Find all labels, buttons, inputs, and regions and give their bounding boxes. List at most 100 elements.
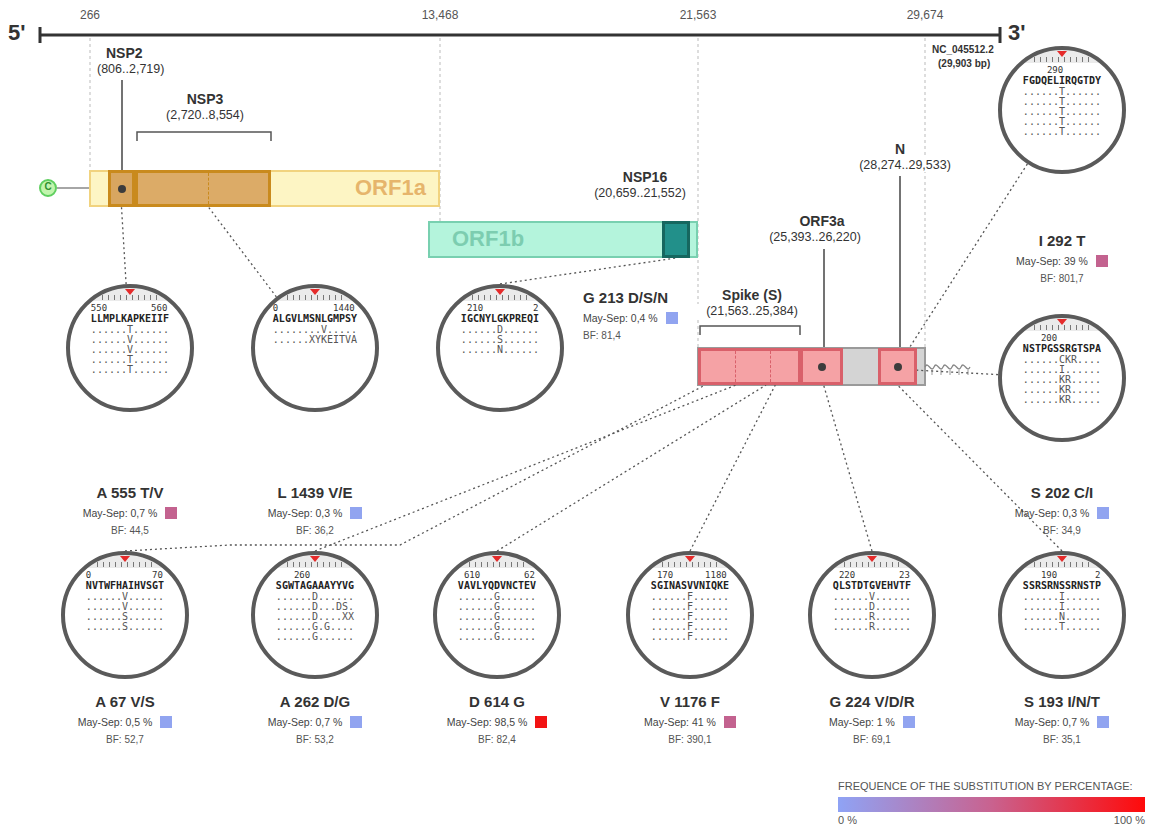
mutation-name: G 224 V/D/R [787, 693, 957, 711]
ruler-ticks [287, 562, 343, 567]
variant-row: ......T...... [91, 365, 169, 375]
frequency-swatch [350, 507, 362, 519]
variant-row: ......V...... [833, 592, 911, 602]
frequency-text: May-Sep: 0,4 % [583, 312, 658, 324]
ruler-ticks [97, 562, 153, 567]
frequency-row: May-Sep: 0,7 % [230, 714, 400, 729]
site-dot [818, 363, 826, 371]
frequency-text: May-Sep: 0,7 % [268, 716, 343, 728]
residue-number: 190 [1041, 570, 1057, 580]
variant-row: ......D....XX [276, 612, 354, 622]
reference-accession: NC_045512.2 [932, 44, 994, 56]
variant-row: ........V..... [273, 325, 357, 335]
frequency-swatch [666, 312, 678, 324]
variant-row: ......F...... [651, 602, 729, 612]
frequency-swatch [724, 716, 736, 728]
alignment-circle: 61062VAVLYQDVNCTEV......G............G..… [433, 551, 561, 679]
frequency-swatch [1096, 255, 1108, 267]
site-connector [690, 385, 775, 551]
variant-row: ......I...... [1023, 365, 1101, 375]
orf-bar: ORF1bNSP16(20,659..21,552) [428, 221, 698, 258]
site-connector [122, 207, 127, 284]
protein-region: NSP2(806..2,719) [108, 170, 135, 207]
gene-region: ORF3a(25,393..26,220) [800, 348, 843, 385]
reference-sequence: VAVLYQDVNCTEV [458, 581, 536, 591]
ruler-ticks [469, 562, 525, 567]
ruler-ticks [287, 295, 343, 300]
region-name: NSP3 [125, 91, 285, 107]
variant-row: ......F...... [651, 592, 729, 602]
ruler-end [999, 27, 1002, 43]
region-range: (28,274..29,533) [847, 158, 963, 172]
residue-number: 170 [657, 570, 673, 580]
frequency-swatch [535, 716, 547, 728]
region-range: (21,563..25,384) [692, 304, 812, 318]
label-leaders [122, 80, 900, 366]
gene-region: N(28,274..29,533) [878, 348, 917, 385]
variant-row: ......T...... [91, 355, 169, 365]
frequency-text: May-Sep: 0,3 % [1015, 507, 1090, 519]
region-range: (2,720..8,554) [125, 108, 285, 122]
polya-tail [925, 365, 970, 369]
variant-row: ......KR..... [1023, 375, 1101, 385]
mutation-name: L 1439 V/E [230, 484, 400, 502]
region-divider [208, 173, 209, 204]
genome-coordinate: 21,563 [668, 9, 728, 23]
mutation-name: S 193 I/N/T [977, 693, 1147, 711]
frequency-text: May-Sep: 98,5 % [447, 716, 528, 728]
residue-number: 260 [294, 570, 310, 580]
residue-number: 1180 [705, 570, 727, 580]
variant-row: ......G...... [458, 632, 536, 642]
region-name: NSP2 [106, 45, 143, 61]
variant-row: ......R...... [833, 622, 911, 632]
frequency-row: May-Sep: 0,3 % [977, 505, 1147, 520]
variant-row: ......N...... [461, 345, 539, 355]
ruler-ticks [844, 562, 900, 567]
variant-row: ......N...... [1023, 612, 1101, 622]
frequency-row: May-Sep: 0,7 % [977, 714, 1147, 729]
variant-row: ......D...DS. [276, 602, 354, 612]
frequency-row: May-Sep: 0,7 % [45, 505, 215, 520]
site-dot [118, 185, 126, 193]
alignment-circle: 2102IGCNYLGKPREQI......D............S...… [436, 284, 564, 412]
mutation-name: A 262 D/G [230, 693, 400, 711]
frequency-row: May-Sep: 0,5 % [40, 714, 210, 729]
residue-number: 62 [524, 570, 535, 580]
variant-row: ......S...... [86, 622, 164, 632]
bayes-factor: BF: 390,1 [605, 734, 775, 746]
ruler-ticks [1034, 57, 1090, 62]
variant-row: ......F...... [651, 622, 729, 632]
frequency-row: May-Sep: 1 % [787, 714, 957, 729]
mutation-name: A 555 T/V [45, 484, 215, 502]
mutation-name: A 67 V/S [40, 693, 210, 711]
residue-number: 200 [1041, 333, 1057, 343]
variant-row: ......S...... [461, 335, 539, 345]
ruler-ticks [662, 562, 718, 567]
residue-number: 560 [151, 303, 167, 313]
variant-row: ......F...... [651, 612, 729, 622]
variant-row: ......G...... [458, 612, 536, 622]
variant-row: ......KR..... [1023, 385, 1101, 395]
alignment-circle: 550560LLMPLKAPKEIIF......T............V.… [66, 284, 194, 412]
variant-row: ......T...... [1023, 127, 1101, 137]
mutation-name: V 1176 F [605, 693, 775, 711]
mutation-label: V 1176 FMay-Sep: 41 %BF: 390,1 [605, 693, 775, 746]
strand-end: 3' [1008, 20, 1025, 45]
variant-row: ......KR..... [1023, 395, 1101, 405]
reference-sequence: NVTWFHAIHVSGT [86, 581, 164, 591]
mutation-label: A 67 V/SMay-Sep: 0,5 %BF: 52,7 [40, 693, 210, 746]
mutation-label: S 202 C/IMay-Sep: 0,3 %BF: 34,9 [977, 484, 1147, 537]
ruler-ticks [102, 295, 158, 300]
bayes-factor: BF: 82,4 [412, 734, 582, 746]
variant-row: ......G.G.... [276, 622, 354, 632]
bayes-factor: BF: 53,2 [230, 734, 400, 746]
mutation-label: G 213 D/S/NMay-Sep: 0,4 %BF: 81,4 [583, 289, 753, 342]
region-divider [735, 351, 736, 382]
orf-bar: ORF1aNSP2(806..2,719)NSP3(2,720..8,554) [89, 170, 440, 207]
mutation-label: A 262 D/G May-Sep: 0,7 % BF: 53,2 [230, 693, 400, 746]
region-range: (25,393..26,220) [757, 230, 873, 244]
bayes-factor: BF: 801,7 [977, 273, 1147, 285]
